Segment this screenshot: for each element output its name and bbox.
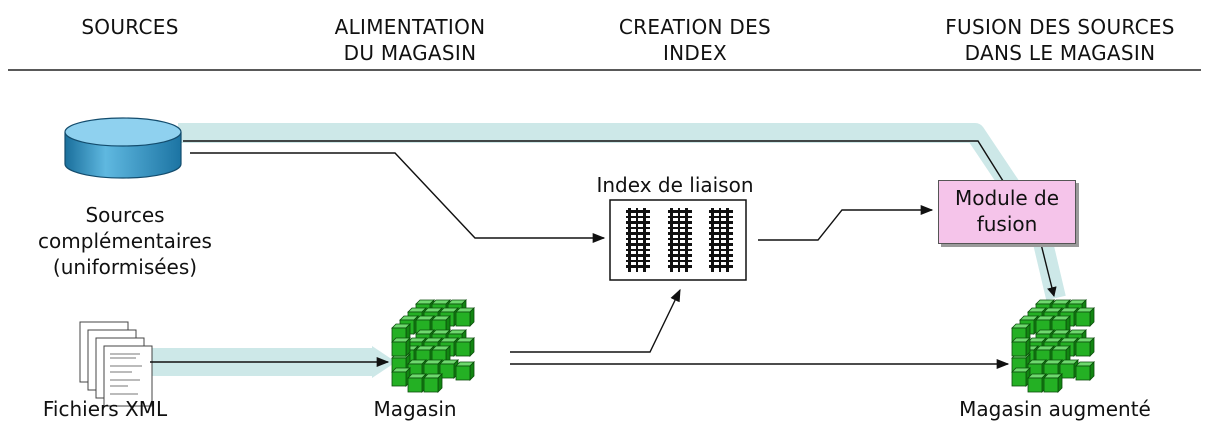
store-cubes-icon <box>391 299 475 393</box>
xml-files-label: Fichiers XML <box>42 397 168 421</box>
arrow-store-to-index <box>510 288 681 353</box>
database-icon <box>64 117 182 179</box>
header-creation-index: CREATION DES INDEX <box>618 15 772 65</box>
store-label: Magasin <box>373 397 457 421</box>
header-alimentation: ALIMENTATION DU MAGASIN <box>334 15 486 65</box>
augmented-store-label: Magasin augmenté <box>959 397 1151 421</box>
sources-label: Sources complémentaires (uniformisées) <box>38 203 212 279</box>
index-columns-icon <box>624 207 735 273</box>
arrow-index-to-module <box>758 204 934 241</box>
xml-files-icon <box>79 321 153 407</box>
header-fusion: FUSION DES SOURCES DANS LE MAGASIN <box>945 15 1175 65</box>
arrow-sources-to-index <box>190 152 606 244</box>
augmented-store-cubes-icon <box>1012 300 1094 392</box>
index-title: Index de liaison <box>596 173 754 197</box>
header-sources: SOURCES <box>81 15 179 39</box>
fusion-module: Module de fusion <box>938 180 1076 244</box>
